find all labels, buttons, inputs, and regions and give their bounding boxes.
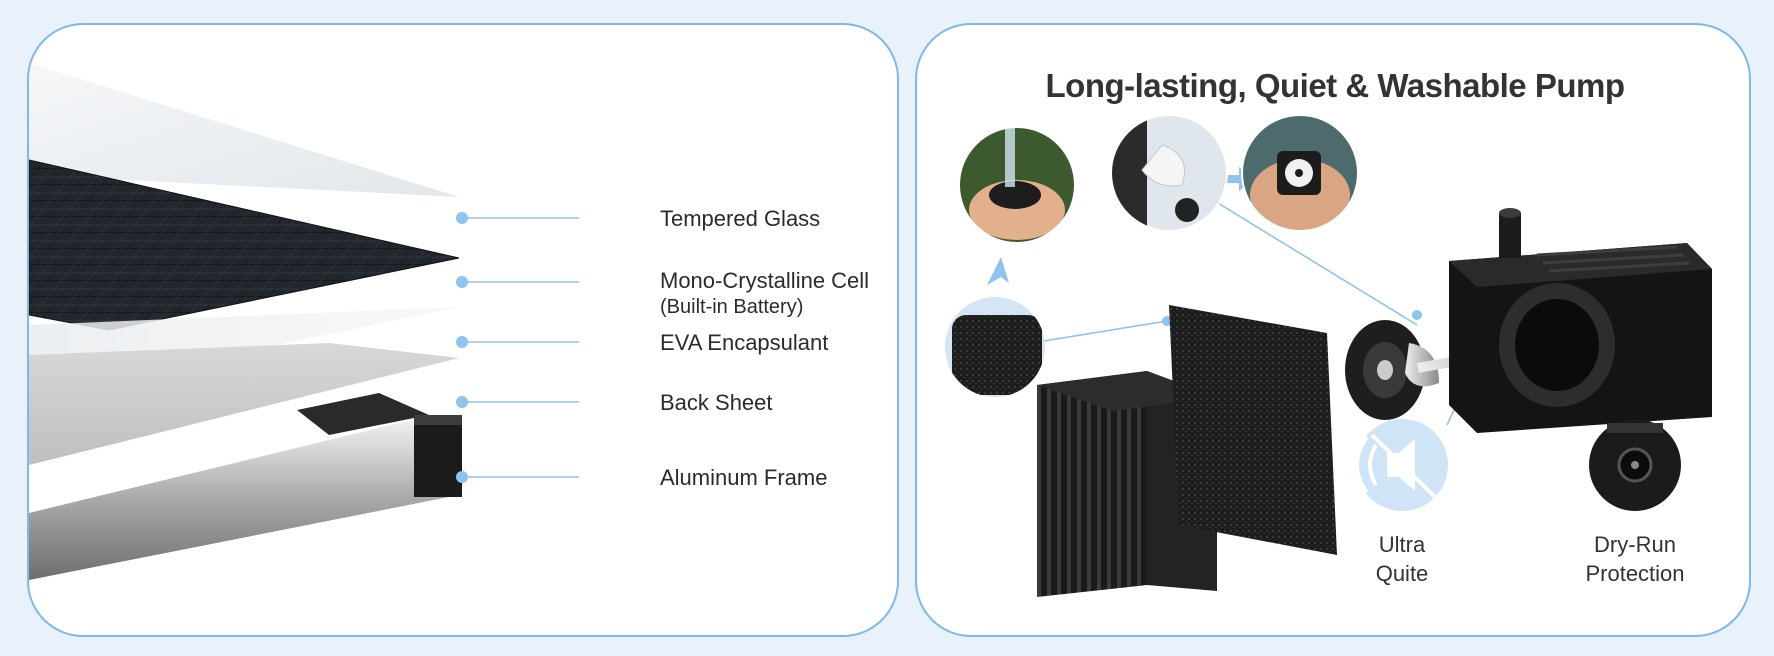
feature-dry-run-line2: Protection	[1585, 561, 1685, 586]
feature-dry-run-line1: Dry-Run	[1594, 532, 1676, 557]
pump-features-card: Long-lasting, Quiet & Washable Pump	[915, 23, 1751, 637]
dc-jack-icon	[1589, 419, 1681, 511]
layer-label-mono-crystalline-cell-main: Mono-Crystalline Cell	[660, 268, 870, 293]
aluminum-frame	[29, 418, 459, 580]
pump-exploded-illustration	[945, 114, 1712, 597]
layer-label-aluminum-frame: Aluminum Frame	[660, 465, 828, 490]
pump-title: Long-lasting, Quiet & Washable Pump	[1045, 67, 1625, 104]
washing-sponge-photo	[959, 127, 1075, 243]
layer-label-back-sheet: Back Sheet	[660, 390, 773, 415]
back-sheet-layer	[29, 343, 459, 465]
foam-filter-block	[1169, 305, 1337, 555]
layer-label-mono-crystalline-cell: Mono-Crystalline Cell (Built-in Battery)	[660, 268, 869, 320]
layer-label-mono-crystalline-cell-sub: (Built-in Battery)	[660, 296, 804, 318]
layer-callout-dots	[456, 212, 468, 483]
filter-cage	[1037, 371, 1217, 597]
mono-crystalline-cell-layer	[29, 160, 459, 330]
feature-ultra-quite: Ultra Quite	[1327, 530, 1477, 588]
mute-speaker-icon	[1355, 419, 1448, 511]
impeller-closeup-photo	[1111, 115, 1227, 231]
feature-ultra-quite-line2: Quite	[1375, 561, 1429, 586]
layer-callout-lines	[462, 217, 579, 478]
solar-panel-layers-card: Tempered Glass Mono-Crystalline Cell (Bu…	[27, 23, 899, 637]
layer-label-tempered-glass: Tempered Glass	[660, 206, 821, 231]
foam-sample-photo	[945, 297, 1045, 397]
layer-label-eva-encapsulant: EVA Encapsulant	[660, 330, 829, 355]
pump-body	[1449, 208, 1712, 433]
solar-panel-exploded-illustration	[29, 63, 579, 580]
pump-in-hand-photo	[1242, 115, 1358, 231]
tempered-glass-layer	[29, 63, 459, 197]
feature-ultra-quite-line1: Ultra	[1378, 532, 1426, 557]
feature-dry-run-protection: Dry-Run Protection	[1560, 530, 1710, 588]
